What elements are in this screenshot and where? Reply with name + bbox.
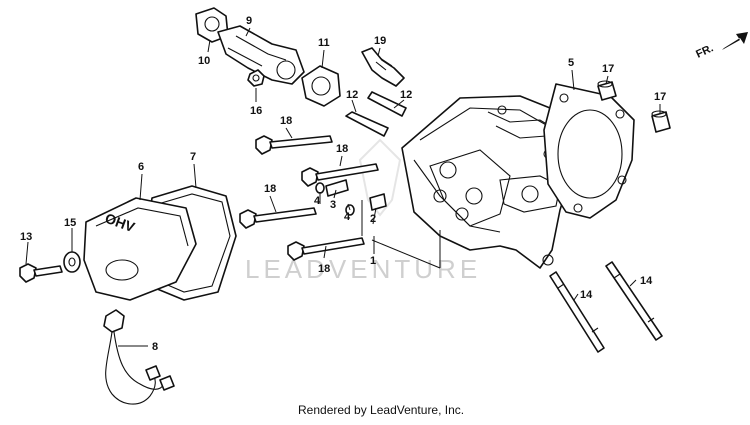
part-18-bolt-mid xyxy=(301,163,379,187)
part-17-dowel-right xyxy=(651,110,671,133)
callout-14-left: 14 xyxy=(580,289,593,301)
callout-11: 11 xyxy=(318,37,330,49)
part-8-sensor xyxy=(103,309,175,405)
callout-4-bottom: 4 xyxy=(344,211,351,223)
callout-13: 13 xyxy=(20,231,32,243)
callout-12-right: 12 xyxy=(400,89,412,101)
part-11-insulator xyxy=(301,65,341,107)
callout-6: 6 xyxy=(138,161,144,173)
part-17-dowel-left xyxy=(597,80,617,101)
callout-17-left: 17 xyxy=(602,63,614,75)
watermark-text: LEADVENTURE xyxy=(245,254,481,284)
part-15-washer xyxy=(63,251,81,273)
part-18-bolt-top xyxy=(255,135,333,155)
callout-9: 9 xyxy=(246,15,252,27)
part-9-intake-pipe xyxy=(217,25,305,85)
callout-18-mid: 18 xyxy=(336,143,348,155)
callout-18-bottom: 18 xyxy=(318,263,330,275)
part-18-bolt-bottom xyxy=(287,237,365,261)
callout-3: 3 xyxy=(330,199,336,211)
callout-4-top: 4 xyxy=(314,195,321,207)
callout-5: 5 xyxy=(568,57,574,69)
part-14-stud-right xyxy=(605,261,663,341)
callout-15: 15 xyxy=(64,217,76,229)
callout-19: 19 xyxy=(374,35,386,47)
part-18-bolt-left xyxy=(239,207,317,229)
callout-16: 16 xyxy=(250,105,262,117)
front-label: FR. xyxy=(694,42,715,60)
part-16-nut xyxy=(247,69,265,87)
watermark-logo xyxy=(358,138,402,217)
front-arrow-icon xyxy=(722,32,748,50)
callout-8: 8 xyxy=(152,341,158,353)
front-direction-indicator: FR. xyxy=(694,32,748,61)
part-12-stud-right xyxy=(367,91,407,117)
callout-labels: 10 9 16 11 19 12 12 18 18 18 18 4 3 4 2 … xyxy=(20,15,666,353)
callout-17-right: 17 xyxy=(654,91,666,103)
part-1-cylinder-head xyxy=(401,95,585,269)
footer-credit: Rendered by LeadVenture, Inc. xyxy=(298,403,464,417)
part-5-head-gasket xyxy=(543,83,635,219)
callout-10: 10 xyxy=(198,55,210,67)
part-14-stud-left xyxy=(549,271,605,353)
callout-18-left: 18 xyxy=(264,183,276,195)
part-12-stud-left xyxy=(345,111,389,137)
part-4-washer-top xyxy=(315,182,325,194)
part-13-bolt xyxy=(19,263,63,283)
callout-2: 2 xyxy=(370,213,376,225)
callout-1: 1 xyxy=(370,255,376,267)
part-6-head-cover: OHV xyxy=(83,197,197,301)
callout-14-right: 14 xyxy=(640,275,653,287)
part-19-spark-plug xyxy=(361,47,405,87)
callout-12-left: 12 xyxy=(346,89,358,101)
part-2-dowel xyxy=(369,193,387,211)
part-3-dowel xyxy=(325,179,349,197)
leader-lines xyxy=(25,27,661,347)
callout-7: 7 xyxy=(190,151,196,163)
callout-18-top: 18 xyxy=(280,115,292,127)
